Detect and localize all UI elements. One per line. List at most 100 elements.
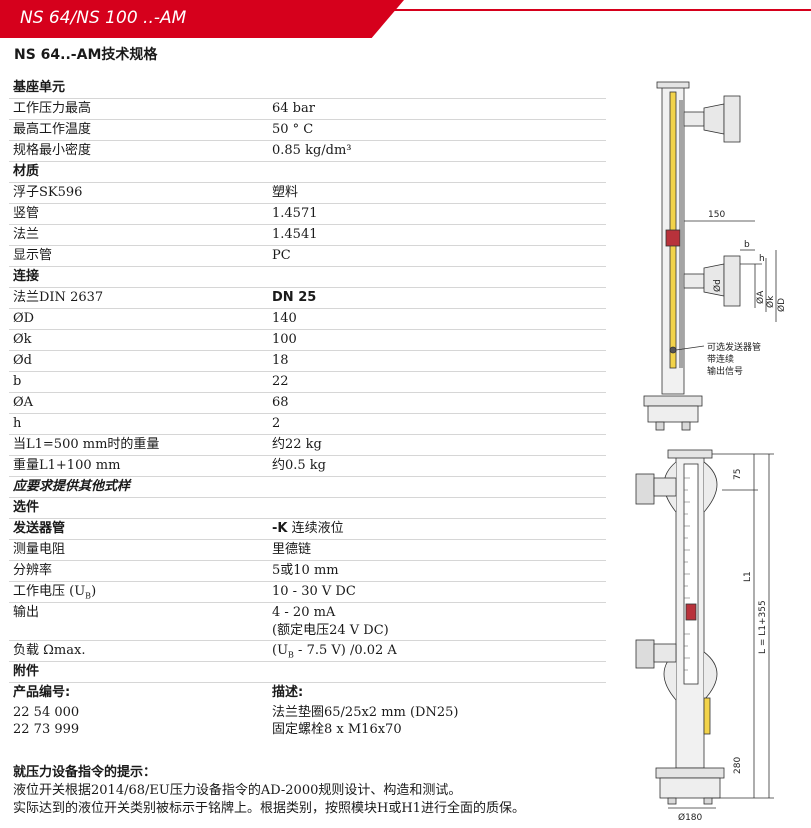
- dim-k: Øk: [765, 295, 776, 308]
- spec-table: 基座单元 工作压力最高 64 bar 最高工作温度 50 ° C 规格最小密度 0.8…: [9, 78, 606, 739]
- spec-key: 竖管: [13, 206, 40, 221]
- dim-75: 75: [733, 469, 743, 480]
- spec-key: 负载 Ωmax.: [13, 643, 86, 658]
- spec-key: 工作电压 (UB): [13, 582, 96, 607]
- dim-D: ØD: [776, 298, 787, 312]
- spec-value: 140: [272, 311, 297, 326]
- key-text: 工作电压 (U: [13, 584, 86, 599]
- transmitter-tube: [703, 697, 711, 735]
- header-red-band: [0, 0, 404, 38]
- key-subscript: B: [85, 591, 92, 601]
- section-label: 材质: [13, 164, 40, 179]
- junction-box-top: [635, 473, 655, 505]
- dim-d: Ød: [712, 279, 723, 292]
- option-code: -K: [272, 521, 288, 536]
- spec-value: 0.85 kg/dm³: [272, 143, 352, 158]
- spec-key: ØD: [13, 311, 35, 326]
- spec-row: 分辨率 5或10 mm: [9, 561, 606, 582]
- dim-180: Ø180: [678, 812, 703, 823]
- spec-value: 68: [272, 395, 289, 410]
- spec-value: 4 - 20 mA: [272, 605, 336, 620]
- upper-nozzle: [683, 111, 705, 127]
- document-title: NS 64..-AM技术规格: [14, 47, 158, 63]
- section-option: 选件: [9, 498, 606, 519]
- spec-row: 最高工作温度 50 ° C: [9, 120, 606, 141]
- col-header-code: 产品编号:: [13, 685, 71, 700]
- spec-key: 浮子SK596: [13, 185, 83, 200]
- column-cap: [656, 81, 690, 89]
- dim-L1: L1: [743, 571, 753, 582]
- spec-row: 浮子SK596 塑料: [9, 183, 606, 204]
- lower-nozzle: [683, 273, 705, 289]
- note-text: 应要求提供其他式样: [13, 479, 131, 494]
- spec-key: 重量L1+100 mm: [13, 458, 121, 473]
- section-material: 材质: [9, 162, 606, 183]
- option-desc: 连续液位: [291, 521, 344, 536]
- accessory-code: 22 73 999: [13, 722, 80, 737]
- spec-value: (UB - 7.5 V) /0.02 A: [272, 641, 397, 666]
- drawing-svg: 150 b h Ød ØA Øk ØD 可选发送器管 带连续 输出信号 75 L…: [635, 81, 787, 823]
- accessory-header-row: 产品编号: 描述:: [9, 683, 606, 704]
- spec-value: 64 bar: [272, 101, 315, 116]
- accessory-row: 22 54 000 法兰垫圈65/25x2 mm (DN25): [9, 704, 606, 721]
- spec-key: b: [13, 374, 22, 389]
- dim-h: h: [759, 254, 765, 264]
- spec-key: 当L1=500 mm时的重量: [13, 437, 160, 452]
- spec-value: DN 25: [272, 290, 317, 305]
- notes-line: 实际达到的液位开关类别被标示于铭牌上。根据类别，按照模块H或H1进行全面的质保。: [13, 801, 525, 816]
- section-label: 连接: [13, 269, 40, 284]
- section-label: 选件: [13, 500, 40, 515]
- lower-flange: [723, 255, 741, 307]
- spec-key: ØA: [13, 395, 34, 410]
- bottom-flange-1: [643, 395, 703, 407]
- spec-row: 当L1=500 mm时的重量 约22 kg: [9, 435, 606, 456]
- spec-key: Øk: [13, 332, 32, 347]
- value-text-end: - 7.5 V) /0.02 A: [293, 643, 397, 658]
- callout-line-2: 带连续: [707, 353, 734, 365]
- spec-row: ØA 68: [9, 393, 606, 414]
- spec-key: 工作压力最高: [13, 101, 92, 116]
- accessory-row: 22 73 999 固定螺栓8 x M16x70: [9, 721, 606, 739]
- spec-value-line2: (额定电压24 V DC): [272, 623, 389, 638]
- other-designs-note: 应要求提供其他式样: [9, 477, 606, 498]
- spec-value: 1.4541: [272, 227, 318, 242]
- spec-key: 输出: [13, 605, 40, 620]
- bottom-flange-2: [647, 405, 699, 423]
- scale-ticks: [684, 477, 690, 671]
- spec-row: 负载 Ωmax. (UB - 7.5 V) /0.02 A: [9, 641, 606, 662]
- spec-key: 规格最小密度: [13, 143, 92, 158]
- section-connection: 连接: [9, 267, 606, 288]
- accessory-desc: 固定螺栓8 x M16x70: [272, 722, 402, 737]
- spec-value: 约22 kg: [272, 437, 322, 452]
- section-label: 基座单元: [13, 80, 66, 95]
- spec-key: Ød: [13, 353, 32, 368]
- spec-row: 工作电压 (UB) 10 - 30 V DC: [9, 582, 606, 603]
- spec-value: 22: [272, 374, 289, 389]
- spec-key: 最高工作温度: [13, 122, 92, 137]
- junction-box-bottom: [635, 639, 655, 669]
- header-rule: [380, 9, 811, 11]
- notes-line: 液位开关根据2014/68/EU压力设备指令的AD-2000规则设计、构造和测试…: [13, 783, 462, 798]
- spec-key: 法兰: [13, 227, 40, 242]
- callout-line-3: 输出信号: [707, 365, 743, 377]
- section-label: 附件: [13, 664, 40, 679]
- spec-row: 输出 4 - 20 mA (额定电压24 V DC): [9, 603, 606, 641]
- float-marker: [665, 229, 681, 247]
- spec-value: 5或10 mm: [272, 563, 339, 578]
- dim-150: 150: [708, 210, 725, 220]
- spec-row: 工作压力最高 64 bar: [9, 99, 606, 120]
- spec-value: 50 ° C: [272, 122, 314, 137]
- float-marker-2: [685, 603, 697, 621]
- dim-280: 280: [733, 757, 743, 774]
- spec-row: ØD 140: [9, 309, 606, 330]
- spec-key: 分辨率: [13, 563, 53, 578]
- spec-row: 规格最小密度 0.85 kg/dm³: [9, 141, 606, 162]
- key-text-end: ): [91, 584, 97, 599]
- dim-L: L = L1+355: [758, 600, 768, 654]
- spec-value: 塑料: [272, 185, 299, 200]
- notes-title: 就压力设备指令的提示：: [13, 765, 157, 780]
- spec-value: 1.4571: [272, 206, 318, 221]
- spec-key: h: [13, 416, 22, 431]
